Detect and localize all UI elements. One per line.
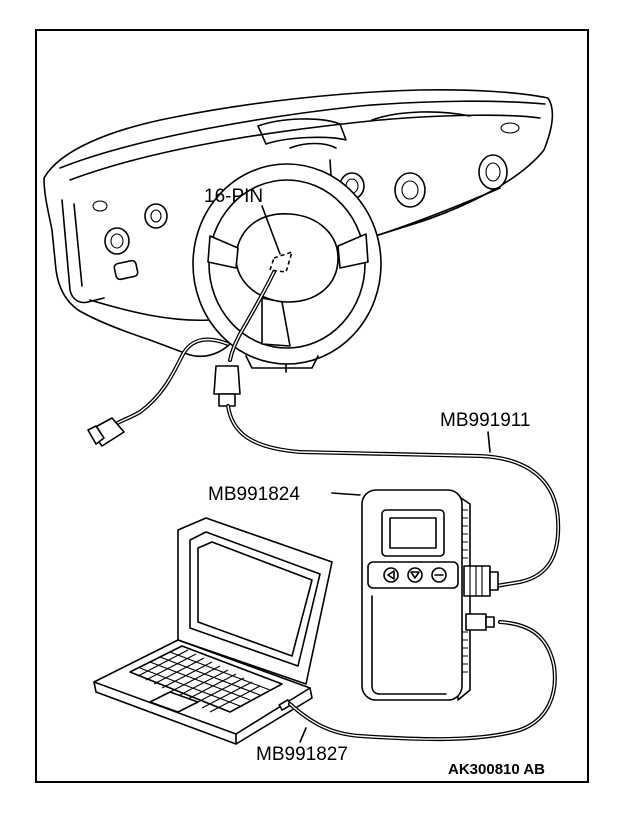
device-leader-line: [331, 492, 361, 496]
device-label: MB991824: [208, 484, 300, 505]
steering-wheel: [192, 163, 382, 373]
laptop-screen: [197, 541, 313, 657]
cable-bottom-label: MB991827: [256, 744, 348, 765]
figure-code: AK300810 AB: [448, 761, 545, 778]
device-down-button-icon: [407, 567, 423, 583]
connector-label: 16-PIN: [204, 186, 263, 207]
laptop: [93, 517, 333, 745]
connector-leader-line: [261, 205, 281, 255]
cable-bottom-leader-line: [299, 727, 307, 743]
cable-top-label: MB991911: [440, 410, 531, 431]
vci-device: [361, 489, 499, 701]
device-left-button-icon: [383, 567, 399, 583]
cable-mb991911: [87, 270, 561, 588]
cable-mb991827: [288, 620, 557, 742]
cable-top-leader-line: [487, 431, 491, 453]
device-screen: [389, 517, 437, 549]
